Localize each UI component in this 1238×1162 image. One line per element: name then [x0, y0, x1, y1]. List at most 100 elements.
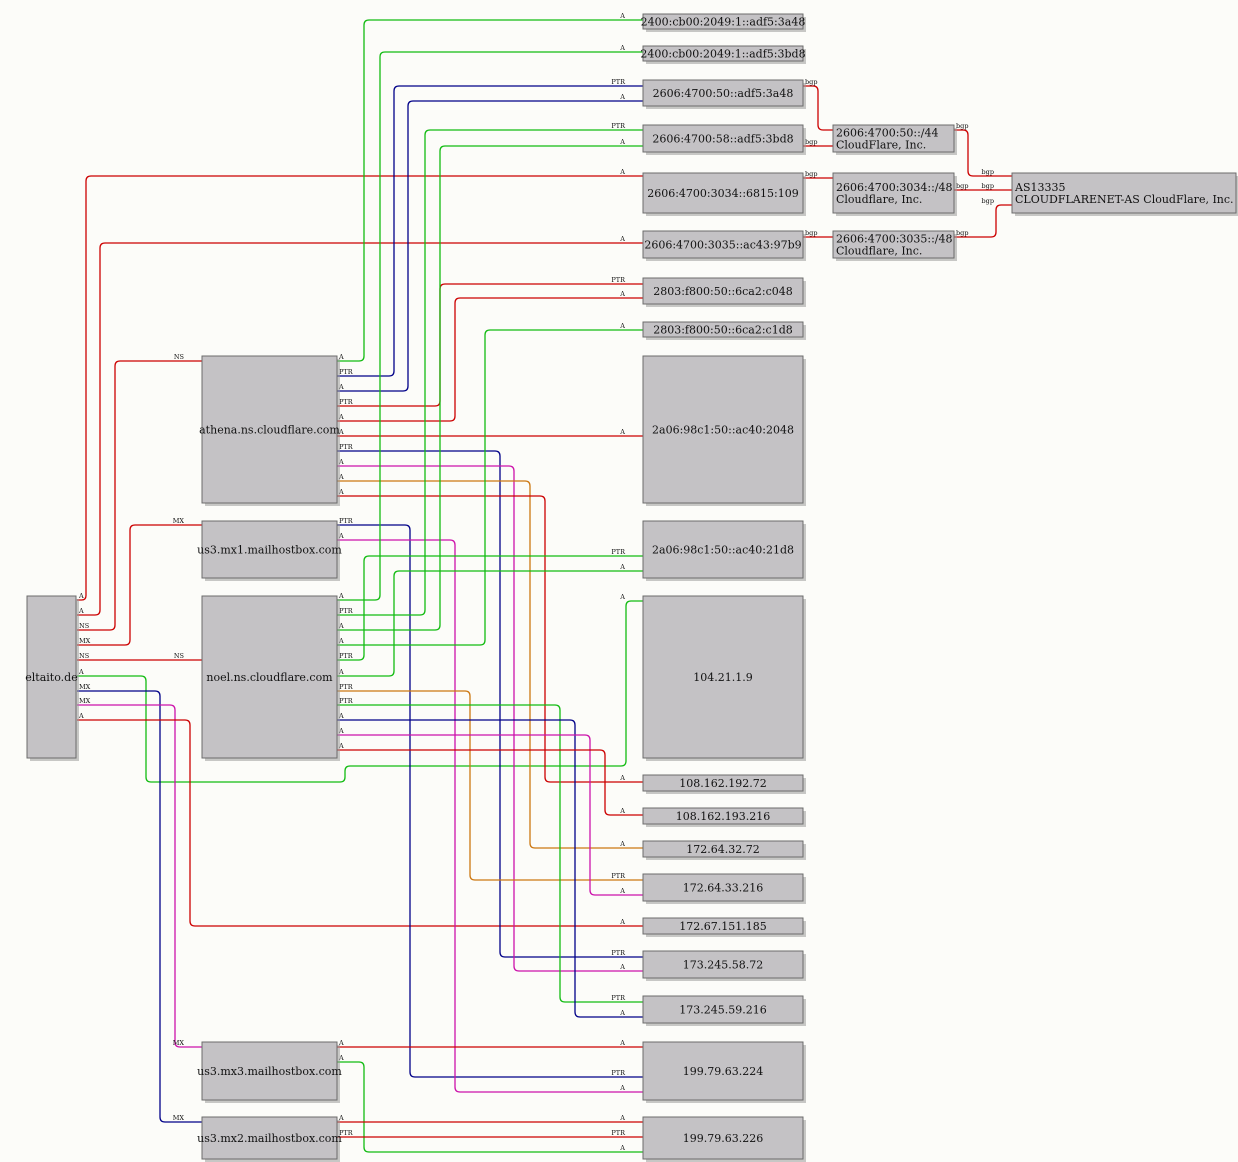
node-v6c-label-0: 2606:4700:50::adf5:3a48	[653, 87, 794, 100]
node-v6j[interactable]: 2a06:98c1:50::ac40:21d8	[642, 520, 806, 581]
edge-mx3-to-ip10-tail-label: A	[338, 1054, 344, 1062]
edge-noel-to-v6h	[337, 329, 643, 646]
node-ip2[interactable]: 108.162.192.72	[642, 774, 806, 794]
edge-noel-to-ip3	[337, 749, 643, 816]
node-ip8-box[interactable]	[642, 995, 804, 1024]
node-v6e[interactable]: 2606:4700:3034::6815:109	[642, 172, 806, 216]
node-pfx2-box[interactable]	[832, 172, 955, 214]
edge-noel-to-ip3-tail-label: A	[338, 742, 344, 750]
node-ip4-box[interactable]	[642, 840, 804, 858]
edge-athena-to-ip7-tail-label: PTR	[339, 443, 354, 451]
node-mx1-box[interactable]	[201, 520, 338, 579]
node-v6a[interactable]: 2400:cb00:2049:1::adf5:3a48	[641, 13, 806, 32]
edge-eltaito-to-v6e	[77, 175, 643, 601]
node-v6a-box[interactable]	[642, 13, 804, 30]
node-ip2-box[interactable]	[642, 774, 804, 792]
node-eltaito-box[interactable]	[26, 595, 77, 759]
node-ip5-label-0: 172.64.33.216	[683, 882, 763, 895]
node-eltaito-label-0: eltaito.de	[25, 671, 77, 684]
node-ip8[interactable]: 173.245.59.216	[642, 995, 806, 1026]
edge-pfx2-to-as-tail-label: bgp	[956, 182, 968, 190]
node-noel[interactable]: noel.ns.cloudflare.com	[201, 595, 340, 761]
node-v6d[interactable]: 2606:4700:58::adf5:3bd8	[642, 124, 806, 155]
node-mx2-box[interactable]	[201, 1116, 338, 1160]
node-v6i[interactable]: 2a06:98c1:50::ac40:2048	[642, 355, 806, 506]
edge-noel-to-v6j	[337, 555, 643, 661]
edge-mx1-to-ip9-head-label: PTR	[611, 1069, 626, 1077]
node-v6g-box[interactable]	[642, 277, 804, 305]
node-ip5[interactable]: 172.64.33.216	[642, 873, 806, 904]
node-v6a-label-0: 2400:cb00:2049:1::adf5:3a48	[641, 16, 806, 29]
node-v6h[interactable]: 2803:f800:50::6ca2:c1d8	[642, 321, 806, 340]
node-noel-box[interactable]	[201, 595, 338, 759]
node-ip1-label-0: 104.21.1.9	[693, 671, 752, 684]
node-athena[interactable]: athena.ns.cloudflare.com	[199, 355, 340, 506]
node-ip9[interactable]: 199.79.63.224	[642, 1041, 806, 1103]
node-v6d-label-0: 2606:4700:58::adf5:3bd8	[652, 133, 793, 146]
node-ip9-box[interactable]	[642, 1041, 804, 1101]
node-mx1[interactable]: us3.mx1.mailhostbox.com	[197, 520, 342, 581]
node-ip3-label-0: 108.162.193.216	[676, 810, 770, 823]
node-ip10-label-0: 199.79.63.226	[683, 1132, 763, 1145]
edge-v6d-to-pfx1-tail-label: bgp	[805, 138, 817, 146]
edge-athena-to-v6g	[337, 297, 643, 422]
edge-athena-to-v6c-tail-label: A	[338, 383, 344, 391]
node-ip1-box[interactable]	[642, 595, 804, 759]
edge-noel-to-ip5-tail-label: PTR	[339, 683, 354, 691]
node-pfx3-label-0: 2606:4700:3035::/48	[836, 233, 953, 246]
edge-athena-to-ip7-head-label: PTR	[611, 949, 626, 957]
node-v6g[interactable]: 2803:f800:50::6ca2:c048	[642, 277, 806, 307]
node-mx3[interactable]: us3.mx3.mailhostbox.com	[197, 1041, 342, 1103]
node-ip7[interactable]: 173.245.58.72	[642, 950, 806, 981]
node-ip6-box[interactable]	[642, 917, 804, 935]
node-ip5-box[interactable]	[642, 873, 804, 902]
edge-eltaito-to-v6e-head-label: A	[619, 168, 625, 176]
node-v6e-label-0: 2606:4700:3034::6815:109	[647, 187, 799, 200]
node-v6c[interactable]: 2606:4700:50::adf5:3a48	[642, 79, 806, 109]
edge-mx3-to-ip10-head-label: A	[619, 1144, 625, 1152]
edge-noel-to-ip8	[337, 719, 643, 1018]
node-ip10[interactable]: 199.79.63.226	[642, 1116, 806, 1162]
node-v6d-box[interactable]	[642, 124, 804, 153]
node-v6b[interactable]: 2400:cb00:2049:1::adf5:3bd8	[640, 45, 806, 64]
node-v6i-box[interactable]	[642, 355, 804, 504]
node-mx3-box[interactable]	[201, 1041, 338, 1101]
node-ip7-box[interactable]	[642, 950, 804, 979]
node-ip3-box[interactable]	[642, 807, 804, 825]
node-mx2-label-0: us3.mx2.mailhostbox.com	[197, 1132, 342, 1145]
node-v6e-box[interactable]	[642, 172, 804, 214]
node-v6f-box[interactable]	[642, 230, 804, 259]
edge-pfx3-to-as-tail-label: bgp	[956, 229, 968, 237]
node-ip1[interactable]: 104.21.1.9	[642, 595, 806, 761]
node-athena-box[interactable]	[201, 355, 338, 504]
node-v6f[interactable]: 2606:4700:3035::ac43:97b9	[642, 230, 806, 261]
edge-athena-to-v6c	[337, 85, 643, 377]
node-v6b-box[interactable]	[642, 45, 804, 62]
node-ip9-label-0: 199.79.63.224	[683, 1065, 763, 1078]
node-v6h-box[interactable]	[642, 321, 804, 338]
edge-athena-to-ip7-tail-label: A	[338, 458, 344, 466]
node-ip6-label-0: 172.67.151.185	[679, 920, 766, 933]
edge-noel-to-v6d-tail-label: A	[338, 622, 344, 630]
edge-noel-to-ip8-head-label: PTR	[611, 994, 626, 1002]
node-ip3[interactable]: 108.162.193.216	[642, 807, 806, 827]
node-eltaito[interactable]: eltaito.de	[25, 595, 79, 761]
node-ip6[interactable]: 172.67.151.185	[642, 917, 806, 937]
node-v6j-box[interactable]	[642, 520, 804, 579]
node-ip10-box[interactable]	[642, 1116, 804, 1160]
node-ip4[interactable]: 172.64.32.72	[642, 840, 806, 860]
edge-athena-to-v6g	[337, 283, 643, 407]
edge-eltaito-to-mx1-head-label: MX	[173, 517, 185, 525]
node-pfx1-box[interactable]	[832, 124, 955, 153]
node-pfx3-box[interactable]	[832, 230, 955, 259]
edge-noel-to-v6h-tail-label: A	[338, 637, 344, 645]
node-as-box[interactable]	[1011, 172, 1237, 214]
node-mx2[interactable]: us3.mx2.mailhostbox.com	[197, 1116, 342, 1162]
edge-athena-to-ip2-tail-label: A	[338, 488, 344, 496]
node-v6c-box[interactable]	[642, 79, 804, 107]
